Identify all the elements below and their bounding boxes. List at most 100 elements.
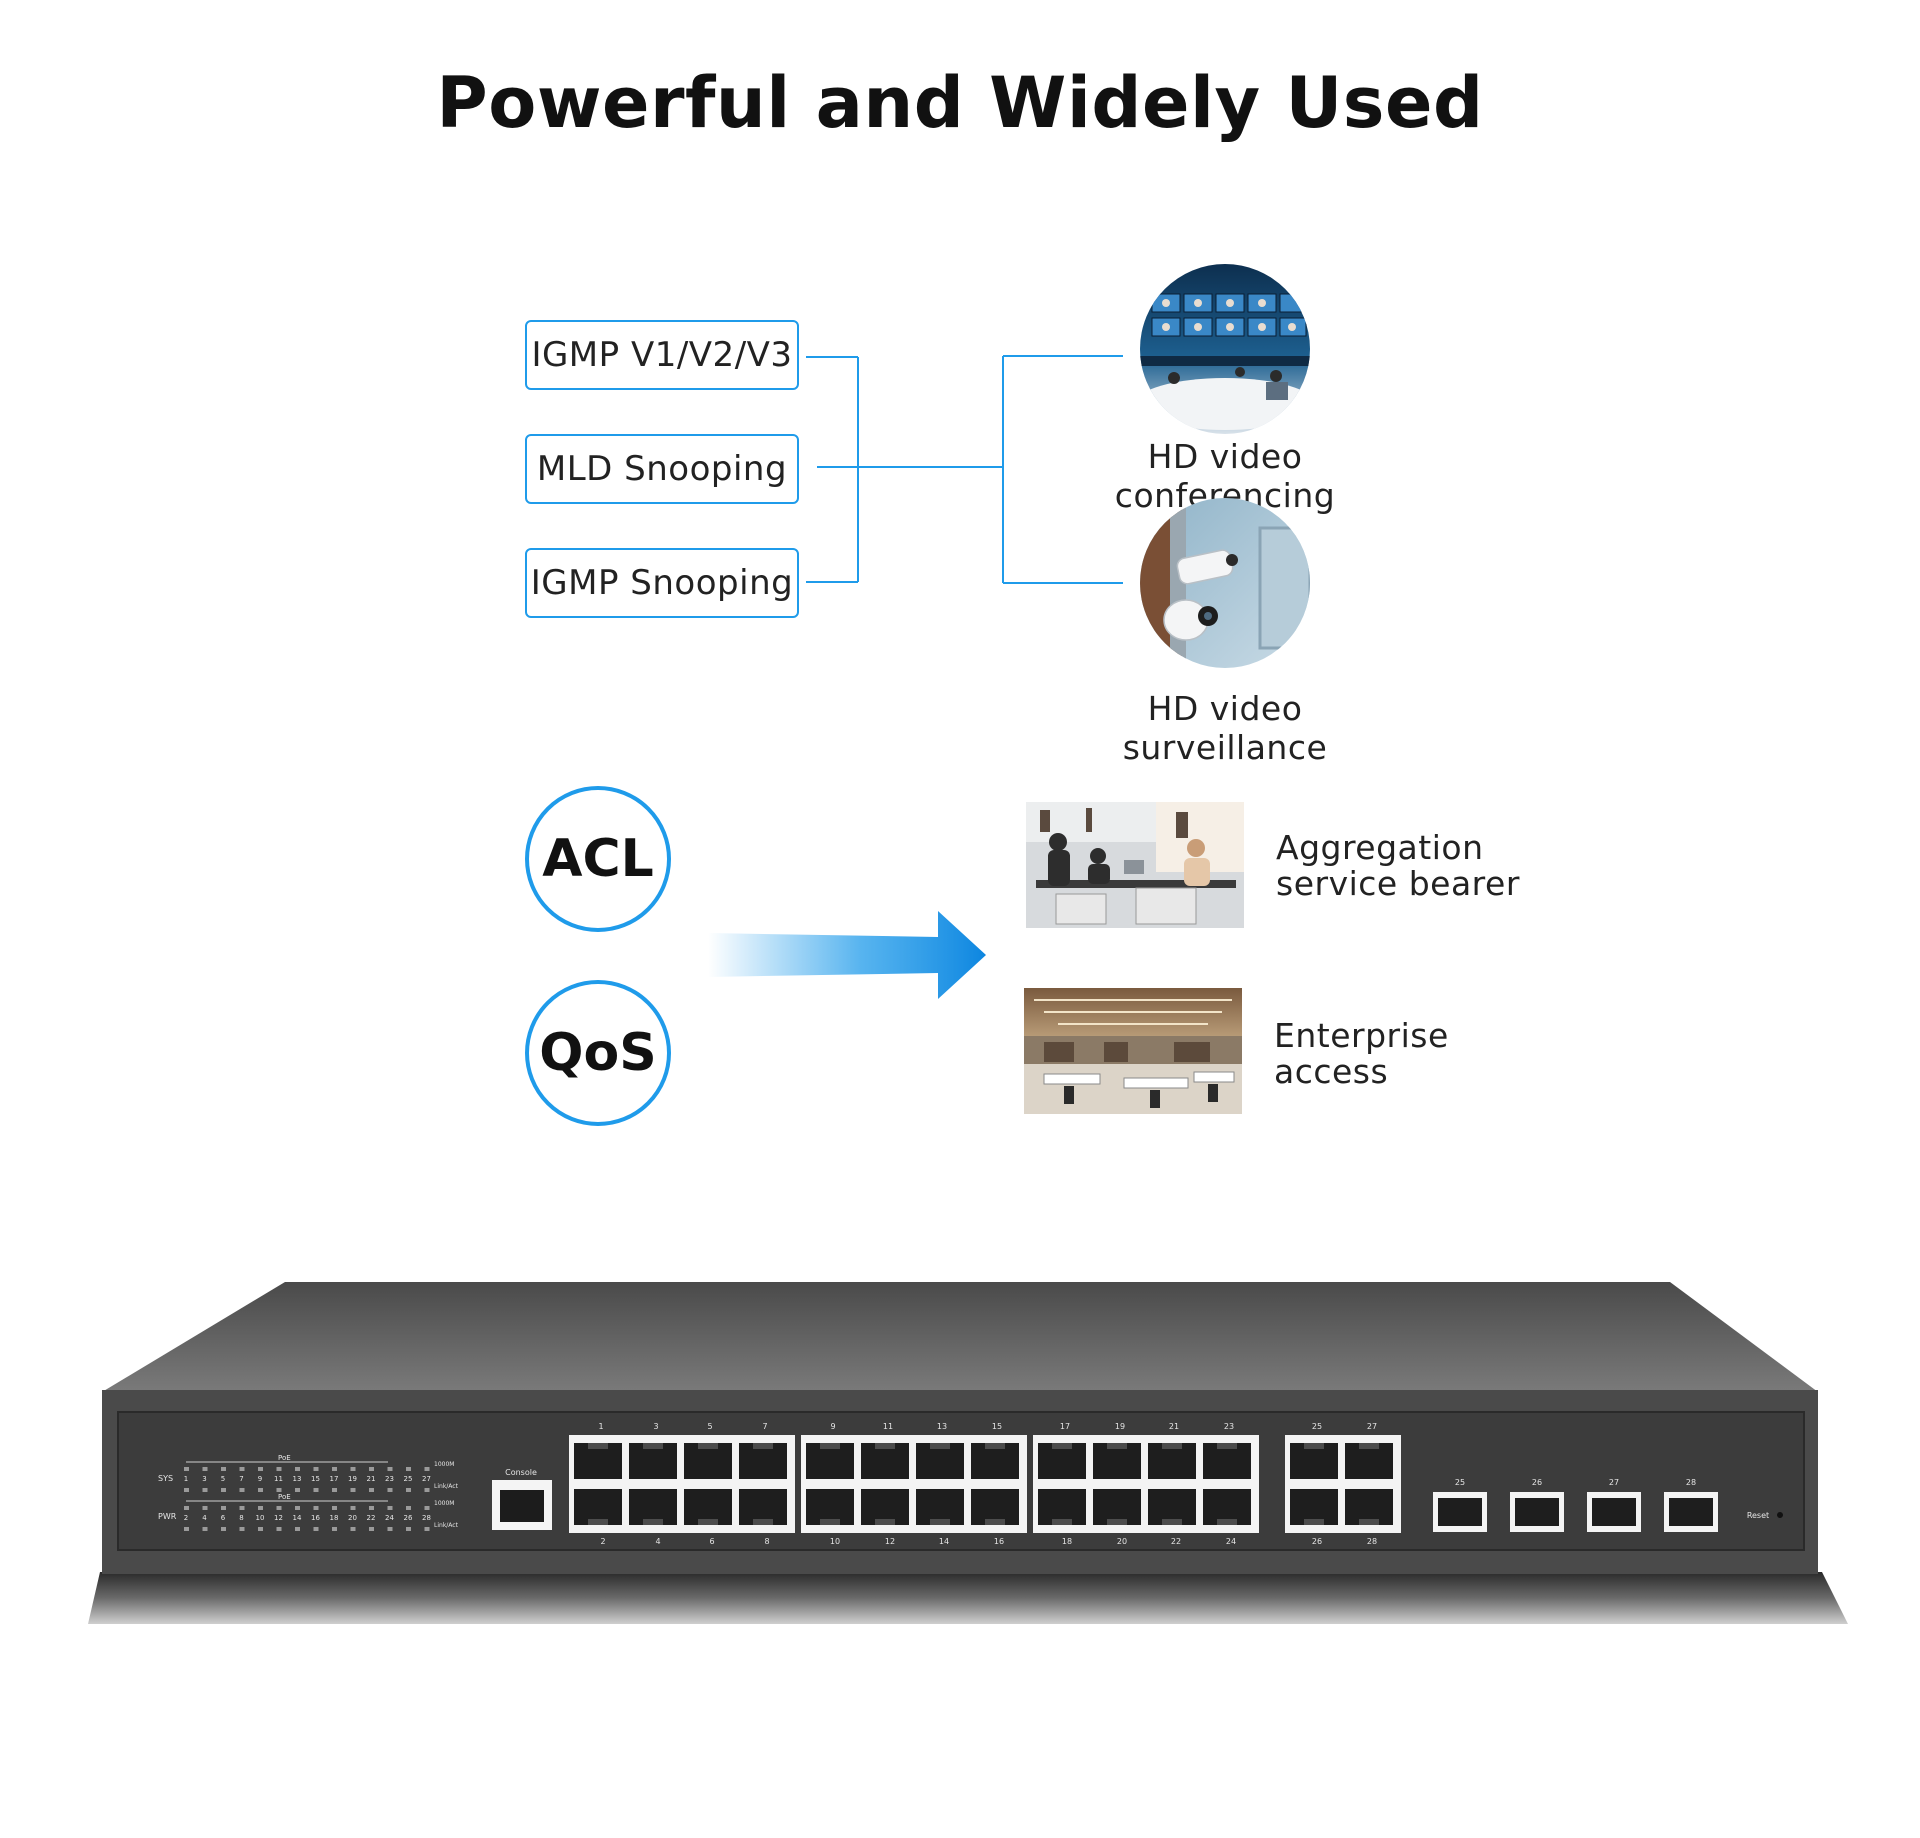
rj45-port-clip [1107,1443,1127,1449]
rj45-port-clip [753,1519,773,1525]
led-label-poe: PoE [278,1493,291,1501]
led-indicator [276,1488,282,1492]
video-conferencing-photo [1140,264,1310,434]
led-indicator [202,1488,208,1492]
led-label-link: Link/Act [434,1522,459,1529]
led-indicator [424,1467,430,1471]
feature-igmp-snooping: IGMP Snooping [525,548,799,618]
led-number: 16 [311,1514,320,1522]
led-indicator [276,1467,282,1471]
led-number: 1 [184,1475,188,1483]
rj45-port-clip [1217,1443,1237,1449]
reset-pinhole [1777,1512,1783,1518]
led-indicator [387,1527,393,1531]
led-number: 8 [239,1514,243,1522]
led-indicator [258,1467,263,1471]
scenario-line-1: Aggregation [1276,828,1484,867]
led-indicator [276,1527,282,1531]
led-number: 28 [422,1514,431,1522]
led-label-speed: 1000M [434,1500,454,1507]
enterprise-office-photo [1024,988,1242,1114]
led-number: 27 [422,1475,431,1483]
led-number: 2 [184,1514,188,1522]
led-indicator [221,1467,226,1471]
led-indicator [239,1506,245,1510]
sfp-port-socket [1515,1498,1559,1526]
rj45-port-clip [1304,1519,1324,1525]
rj45-port-clip [643,1443,663,1449]
sfp-number: 27 [1609,1478,1619,1487]
led-indicator [295,1488,300,1492]
led-indicator [202,1467,208,1471]
rj45-port-clip [698,1519,718,1525]
port-number: 8 [764,1537,769,1546]
led-indicator [221,1506,226,1510]
led-indicator [184,1488,189,1492]
led-indicator [406,1527,411,1531]
port-number: 28 [1367,1537,1377,1546]
rj45-port-clip [1107,1519,1127,1525]
led-indicator [387,1467,393,1471]
led-indicator [350,1467,356,1471]
rj45-port-clip [1052,1443,1072,1449]
scenario-label-enterprise: Enterprise access [1274,1018,1449,1090]
port-number: 5 [707,1422,712,1431]
rj45-port-clip [753,1443,773,1449]
port-number: 18 [1062,1537,1072,1546]
led-number: 15 [311,1475,320,1483]
port-number: 12 [885,1537,895,1546]
led-label-poe: PoE [278,1454,291,1462]
led-indicator [221,1488,226,1492]
sfp-number: 26 [1532,1478,1542,1487]
led-indicator [184,1506,189,1510]
port-number: 3 [653,1422,658,1431]
port-number: 24 [1226,1537,1236,1546]
led-indicator [424,1527,430,1531]
rj45-port-clip [985,1519,1005,1525]
rj45-port-clip [930,1443,950,1449]
led-indicator [387,1488,393,1492]
port-number: 20 [1117,1537,1127,1546]
led-number: 3 [202,1475,206,1483]
arrow-icon [708,911,986,999]
sfp-port-socket [1438,1498,1482,1526]
led-label-pwr: PWR [158,1512,177,1521]
led-indicator [258,1488,263,1492]
rj45-port-clip [588,1519,608,1525]
led-indicator [313,1488,319,1492]
led-indicator [350,1506,356,1510]
app-label-video-surveillance: HD video surveillance [1122,689,1328,767]
led-indicator [332,1506,337,1510]
port-number: 19 [1115,1422,1125,1431]
port-number: 7 [762,1422,767,1431]
led-number: 17 [330,1475,339,1483]
led-indicator [313,1506,319,1510]
led-indicator [350,1527,356,1531]
led-indicator [332,1488,337,1492]
rj45-port-clip [875,1443,895,1449]
rj45-port-clip [985,1443,1005,1449]
led-indicator [295,1467,300,1471]
port-number: 11 [883,1422,893,1431]
led-indicator [276,1506,282,1510]
led-indicator [369,1527,374,1531]
led-number: 25 [404,1475,413,1483]
feature-mld-snooping: MLD Snooping [525,434,799,504]
port-number: 21 [1169,1422,1179,1431]
led-indicator [202,1506,208,1510]
led-indicator [406,1488,411,1492]
led-indicator [258,1506,263,1510]
rj45-port-clip [643,1519,663,1525]
rj45-port-clip [698,1443,718,1449]
port-number: 14 [939,1537,949,1546]
port-number: 9 [830,1422,835,1431]
sfp-number: 28 [1686,1478,1696,1487]
led-number: 19 [348,1475,357,1483]
rj45-port-clip [820,1519,840,1525]
led-number: 24 [385,1514,394,1522]
led-number: 12 [274,1514,283,1522]
led-number: 21 [367,1475,376,1483]
port-number: 26 [1312,1537,1322,1546]
port-number: 17 [1060,1422,1070,1431]
led-indicator [350,1488,356,1492]
